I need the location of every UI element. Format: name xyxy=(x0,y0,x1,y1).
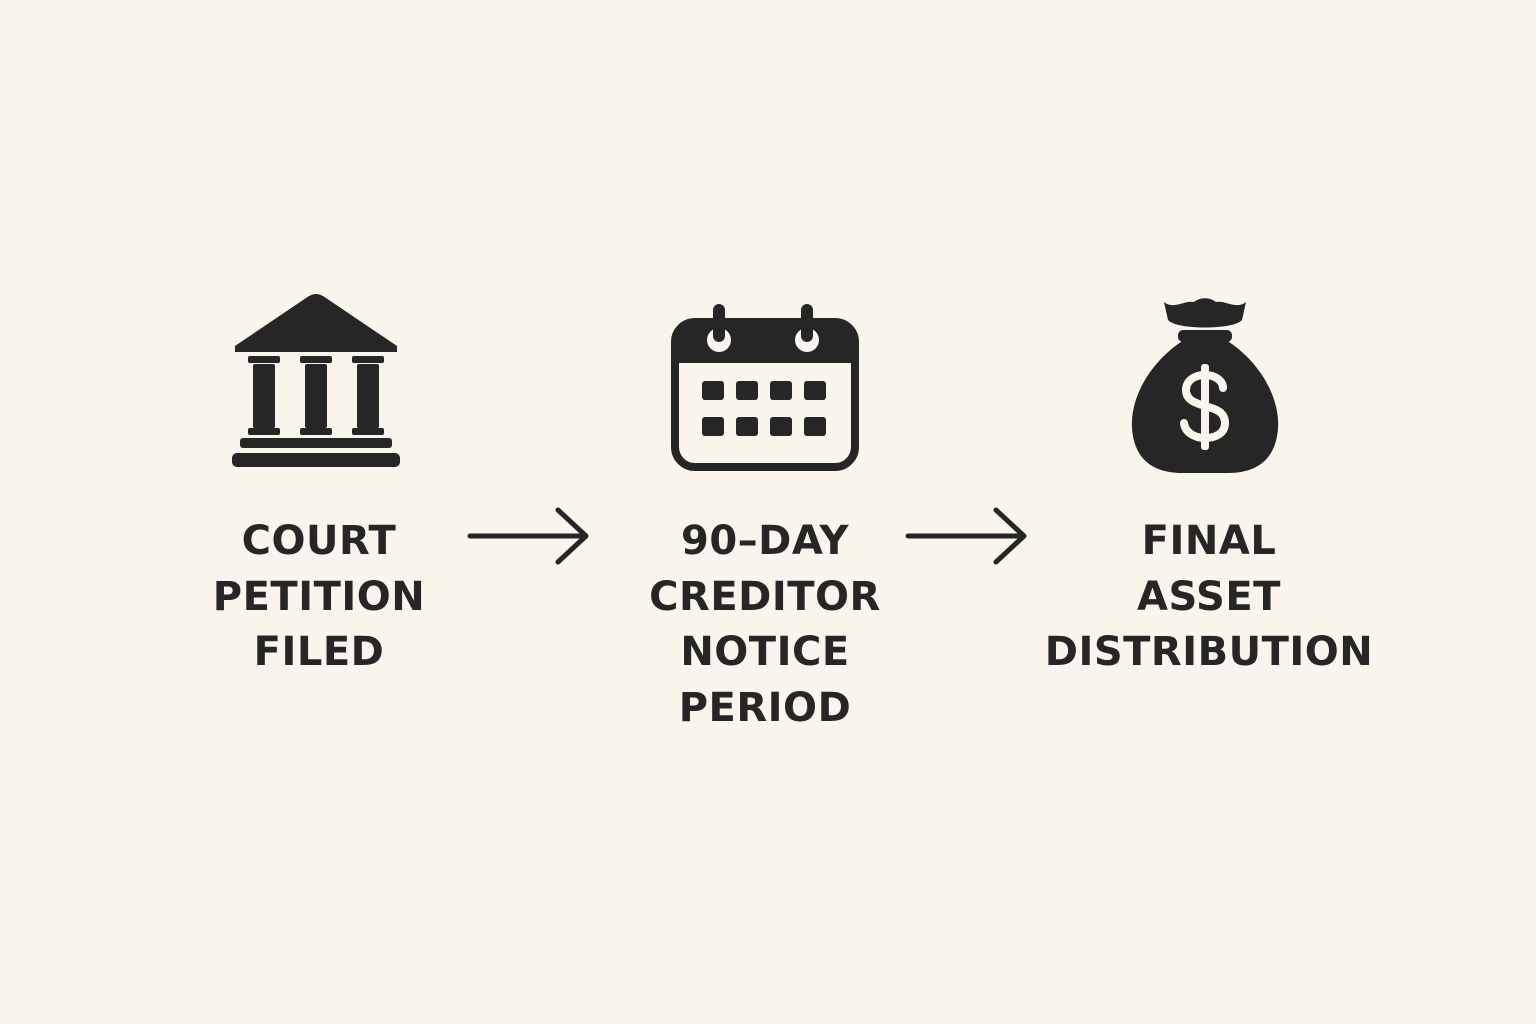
step-label-court-petition: COURT PETITION FILED xyxy=(149,514,489,681)
step-label-line: CREDITOR xyxy=(649,573,881,620)
courthouse-icon xyxy=(230,292,402,470)
step-label-creditor-notice: 90–DAY CREDITOR NOTICE PERIOD xyxy=(595,514,935,736)
step-label-line: COURT xyxy=(241,518,397,564)
calendar-icon xyxy=(668,302,862,474)
step-label-line: PETITION xyxy=(212,573,426,620)
step-label-line: DISTRIBUTION xyxy=(1044,629,1374,675)
step-label-line: ASSET xyxy=(1137,573,1281,620)
step-label-line: PERIOD xyxy=(678,684,852,731)
step-label-line: 90–DAY xyxy=(681,518,849,564)
step-label-line: FINAL xyxy=(1141,518,1277,564)
step-label-line: NOTICE xyxy=(680,629,850,675)
arrow-right-icon xyxy=(466,504,596,572)
arrow-right-icon xyxy=(904,504,1034,572)
money-bag-icon xyxy=(1128,296,1282,476)
step-label-line: FILED xyxy=(253,629,385,675)
step-label-asset-distribution: FINAL ASSET DISTRIBUTION xyxy=(1039,514,1379,681)
